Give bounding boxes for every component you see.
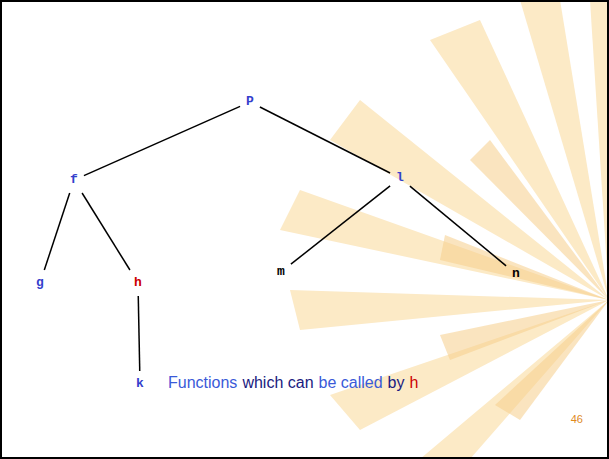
function-name: m xyxy=(274,262,288,282)
node-text: m xyxy=(277,264,285,279)
node-text: g xyxy=(36,275,44,290)
function-name: k xyxy=(133,374,147,394)
caption-word: be called xyxy=(319,374,383,392)
tree-edge xyxy=(84,106,240,175)
caption-word: Functions xyxy=(168,374,237,392)
sunburst-inner xyxy=(440,140,609,420)
node-text: n xyxy=(512,266,520,281)
caption-word: which can xyxy=(242,374,313,392)
tree-edge xyxy=(44,193,69,270)
caption-word: h xyxy=(409,374,418,392)
node-text: l xyxy=(396,170,404,185)
node-text: P xyxy=(246,94,254,109)
tree-edge xyxy=(291,186,390,264)
tree-edge xyxy=(410,186,506,266)
caption-row: Functions which can be called byh xyxy=(168,374,418,392)
function-name: P xyxy=(243,92,257,112)
page-number: 46 xyxy=(571,413,583,425)
sunburst-rays xyxy=(280,0,609,459)
function-name: f xyxy=(67,170,81,190)
function-name: h xyxy=(131,273,145,293)
tree-edge xyxy=(82,193,130,270)
node-text: h xyxy=(134,275,142,290)
node-text: k xyxy=(136,376,144,391)
tree-edge xyxy=(138,296,139,371)
tree-edge xyxy=(260,107,390,173)
function-name: l xyxy=(393,168,407,188)
function-name: g xyxy=(33,273,47,293)
caption-word: by xyxy=(388,374,405,392)
node-text: f xyxy=(70,172,78,187)
function-name: n xyxy=(509,264,523,284)
